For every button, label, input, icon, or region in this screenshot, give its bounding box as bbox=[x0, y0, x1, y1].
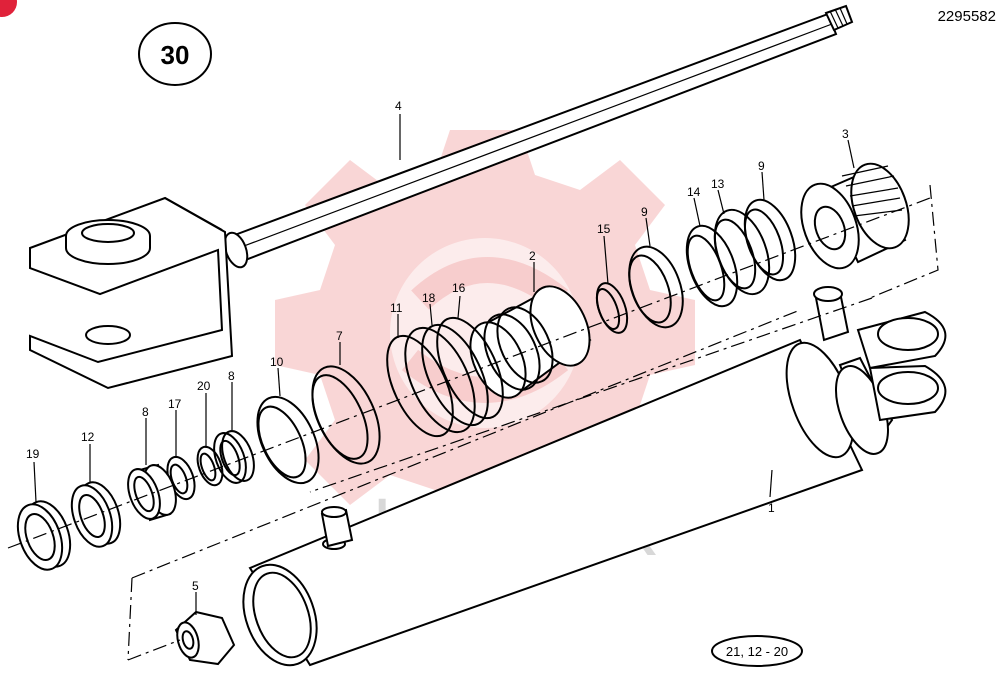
assembly-axis-lines bbox=[7, 184, 939, 661]
part-labels: 1 2 3 4 5 7 8 8 9 9 10 11 12 13 14 15 16… bbox=[26, 99, 849, 593]
part-label-9-middle: 9 bbox=[641, 205, 648, 219]
lock-nut-part bbox=[174, 610, 236, 666]
part-label-15: 15 bbox=[597, 222, 611, 236]
page-number-circle bbox=[138, 22, 212, 86]
part-label-20: 20 bbox=[197, 379, 211, 393]
piston-rod-part bbox=[29, 4, 854, 390]
part-label-9-upper: 9 bbox=[758, 159, 765, 173]
part-label-14: 14 bbox=[687, 185, 701, 199]
part-label-4: 4 bbox=[395, 99, 402, 113]
part-label-5: 5 bbox=[192, 579, 199, 593]
part-label-1: 1 bbox=[768, 501, 775, 515]
cylinder-barrel-part bbox=[242, 286, 947, 667]
part-label-12: 12 bbox=[81, 430, 95, 444]
part-label-10: 10 bbox=[270, 355, 284, 369]
reference-oval bbox=[711, 635, 803, 667]
part-label-7: 7 bbox=[336, 329, 343, 343]
reference-text: 21, 12 - 20 bbox=[726, 644, 788, 659]
part-label-2: 2 bbox=[529, 249, 536, 263]
guide-bush-part bbox=[800, 162, 910, 270]
leader-lines bbox=[33, 114, 855, 615]
part-label-8-right: 8 bbox=[228, 369, 235, 383]
part-label-11: 11 bbox=[390, 301, 403, 315]
part-label-8-left: 8 bbox=[142, 405, 149, 419]
part-label-19: 19 bbox=[26, 447, 40, 461]
corner-badge bbox=[0, 0, 17, 17]
seal-rings bbox=[16, 198, 797, 571]
part-label-3: 3 bbox=[842, 127, 849, 141]
part-label-17: 17 bbox=[168, 397, 182, 411]
drawing-id: 2295582 bbox=[938, 8, 996, 25]
part-label-16: 16 bbox=[452, 281, 466, 295]
part-label-18: 18 bbox=[422, 291, 436, 305]
part-label-13: 13 bbox=[711, 177, 725, 191]
page-number: 30 bbox=[161, 40, 190, 70]
